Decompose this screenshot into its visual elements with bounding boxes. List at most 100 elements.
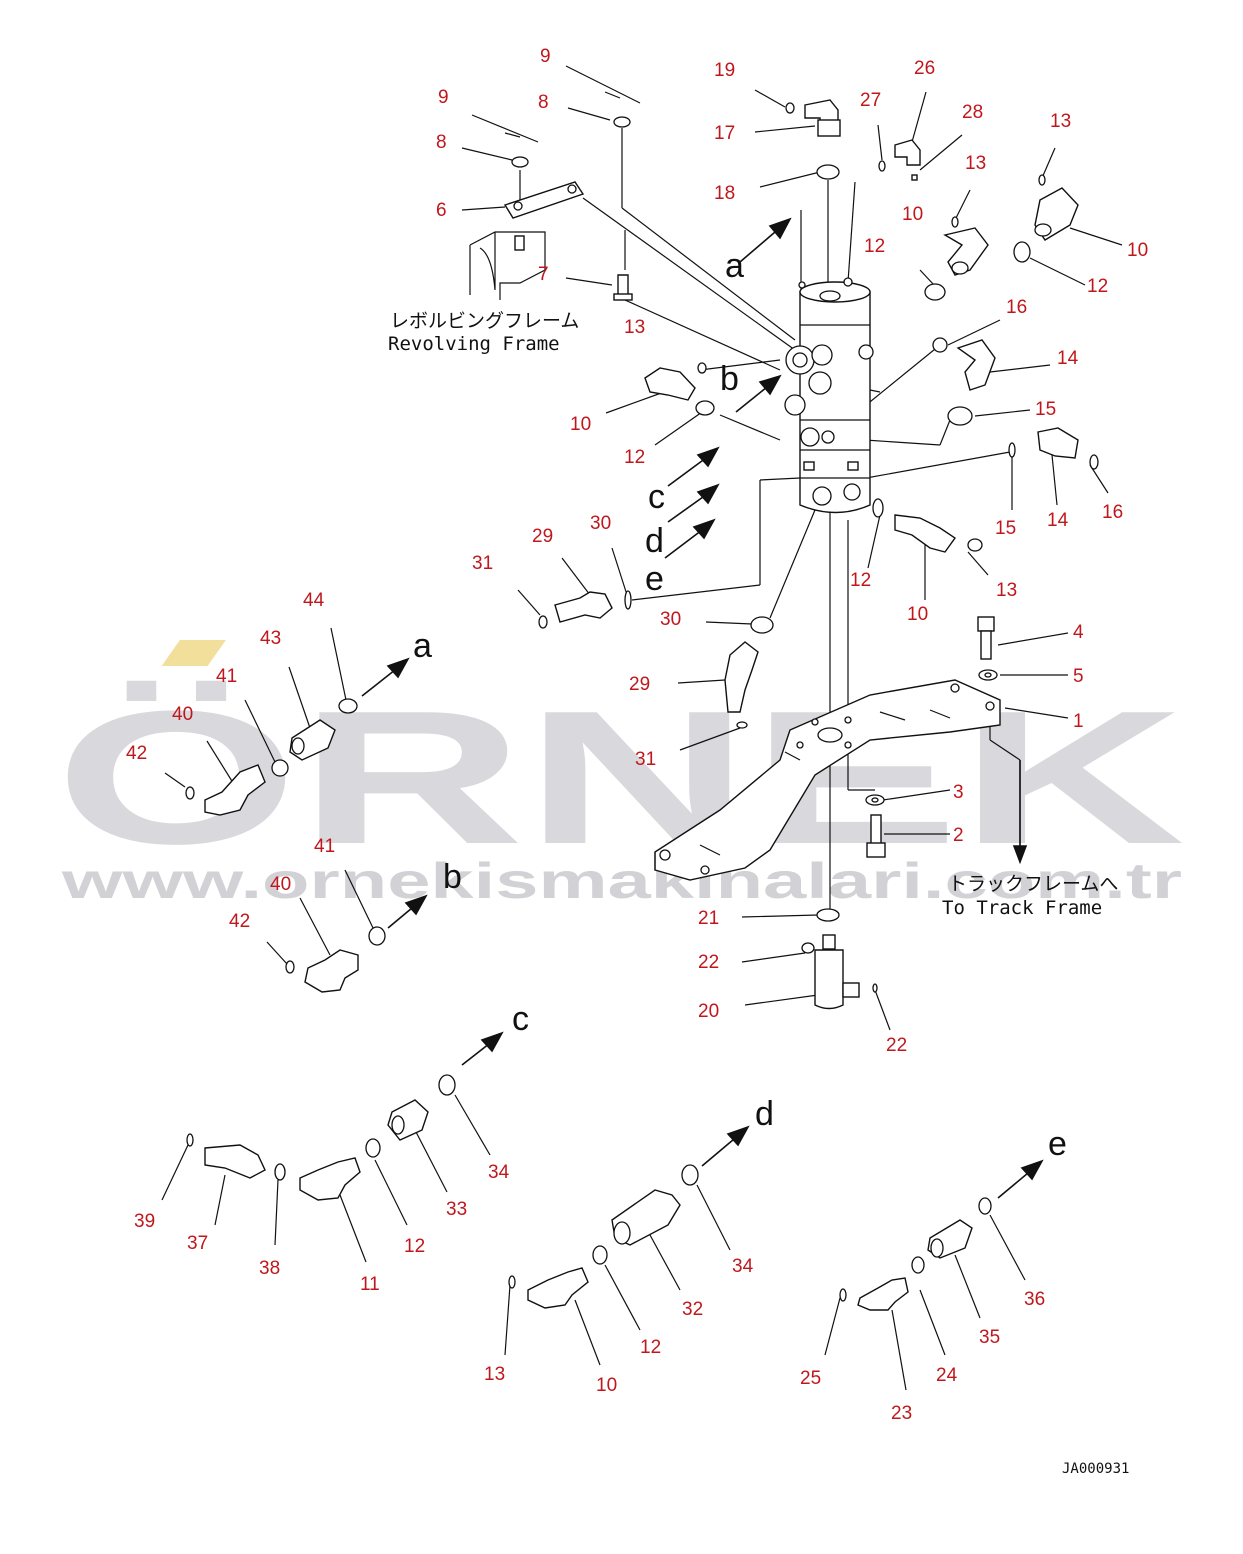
part-callout: 21 [698,908,719,929]
part-callout: 37 [187,1233,208,1254]
watermark: ÖRNEK www.ornekismakinalari.com.tr [55,640,1185,909]
part-callout: 12 [850,570,871,591]
part-callout: 32 [682,1299,703,1320]
part-callout: 35 [979,1327,1000,1348]
part-callout: 7 [538,264,549,285]
part-callout: 31 [635,749,656,770]
part-callout: 44 [303,590,325,611]
part-callout: 13 [484,1364,505,1385]
part-callout: 20 [698,1001,719,1022]
watermark-url: www.ornekismakinalari.com.tr [60,853,1182,909]
part-callout: 18 [714,183,735,204]
connection-letter: e [1048,1125,1067,1163]
part-callout: 9 [540,46,551,67]
connection-letter: c [512,1000,529,1038]
connection-letter: d [645,522,664,560]
part-callout: 5 [1073,666,1084,687]
part-callout: 13 [624,317,645,338]
part-callout: 12 [1087,276,1108,297]
part-callout: 14 [1047,510,1069,531]
part-callouts: 9 9 8 8 6 7 19 17 18 26 27 28 13 13 10 1… [126,46,1148,1424]
connection-letter: a [413,627,432,665]
part-callout: 3 [953,782,964,803]
part-callout: 43 [260,628,281,649]
part-callout: 10 [570,414,591,435]
part-callout: 31 [472,553,493,574]
part-callout: 10 [907,604,928,625]
connection-letter: e [645,560,664,598]
part-callout: 12 [404,1236,425,1257]
part-callout: 34 [732,1256,754,1277]
part-callout: 40 [270,874,291,895]
part-callout: 10 [1127,240,1148,261]
part-callout: 40 [172,704,193,725]
part-callout: 14 [1057,348,1079,369]
part-callout: 36 [1024,1289,1045,1310]
part-callout: 10 [596,1375,617,1396]
part-callout: 19 [714,60,735,81]
revolving-frame-label-en: Revolving Frame [388,333,560,355]
swivel-joint-body [784,277,881,514]
part-callout: 6 [436,200,447,221]
part-callout: 41 [216,666,237,687]
part-callout: 16 [1102,502,1123,523]
connection-letter: c [648,478,665,516]
part-callout: 34 [488,1162,510,1183]
frame-labels: レボルビングフレーム Revolving Frame トラックフレームへ To … [388,310,1118,919]
part-callout: 2 [953,825,964,846]
mounting-plate [654,679,1001,881]
part-callout: 8 [538,92,549,113]
part-callout: 12 [624,447,645,468]
part-callout: 12 [864,236,885,257]
part-callout: 29 [532,526,553,547]
part-callout: 8 [436,132,447,153]
bottom-center-fitting [801,908,878,1010]
group-e-fittings [839,1197,992,1311]
part-callout: 23 [891,1403,912,1424]
part-callout: 10 [902,204,923,225]
part-callout: 13 [965,153,986,174]
part-callout: 26 [914,58,935,79]
revolving-frame-label-jp: レボルビングフレーム [390,310,579,332]
part-callout: 42 [229,911,250,932]
part-callout: 13 [996,580,1017,601]
connection-letter: b [720,360,739,398]
track-frame-label-jp: トラックフレームへ [948,873,1118,895]
part-callout: 27 [860,90,881,111]
part-callout: 24 [936,1365,958,1386]
part-callout: 22 [886,1035,907,1056]
connection-arrows [361,217,1044,1199]
part-callout: 38 [259,1258,280,1279]
part-callout: 42 [126,743,147,764]
part-callout: 30 [590,513,611,534]
joint-fittings [538,99,1099,729]
part-callout: 22 [698,952,719,973]
bolts-and-washers [865,616,998,858]
drawing-code: JA000931 [1062,1461,1129,1477]
part-callout: 28 [962,102,983,123]
group-a-b-fittings [185,698,386,993]
part-callout: 25 [800,1368,821,1389]
group-d-fittings [508,1164,699,1309]
revolving-frame-bracket [469,231,546,300]
part-callout: 41 [314,836,335,857]
part-callout: 39 [134,1211,155,1232]
part-callout: 1 [1073,711,1084,732]
connection-letter: d [755,1095,774,1133]
leader-lines [161,65,1123,1391]
connection-letter: b [443,858,462,896]
part-callout: 17 [714,123,735,144]
part-callout: 33 [446,1199,467,1220]
watermark-accent-2 [161,640,226,666]
part-callout: 12 [640,1337,661,1358]
part-callout: 30 [660,609,681,630]
part-callout: 29 [629,674,650,695]
part-callout: 15 [995,518,1016,539]
plate-and-pin [503,91,633,301]
part-callout: 16 [1006,297,1027,318]
connection-letter: a [725,247,744,285]
connection-letters: a b c d e a b c d e [413,247,1067,1163]
part-callout: 11 [360,1274,380,1295]
part-callout: 15 [1035,399,1056,420]
